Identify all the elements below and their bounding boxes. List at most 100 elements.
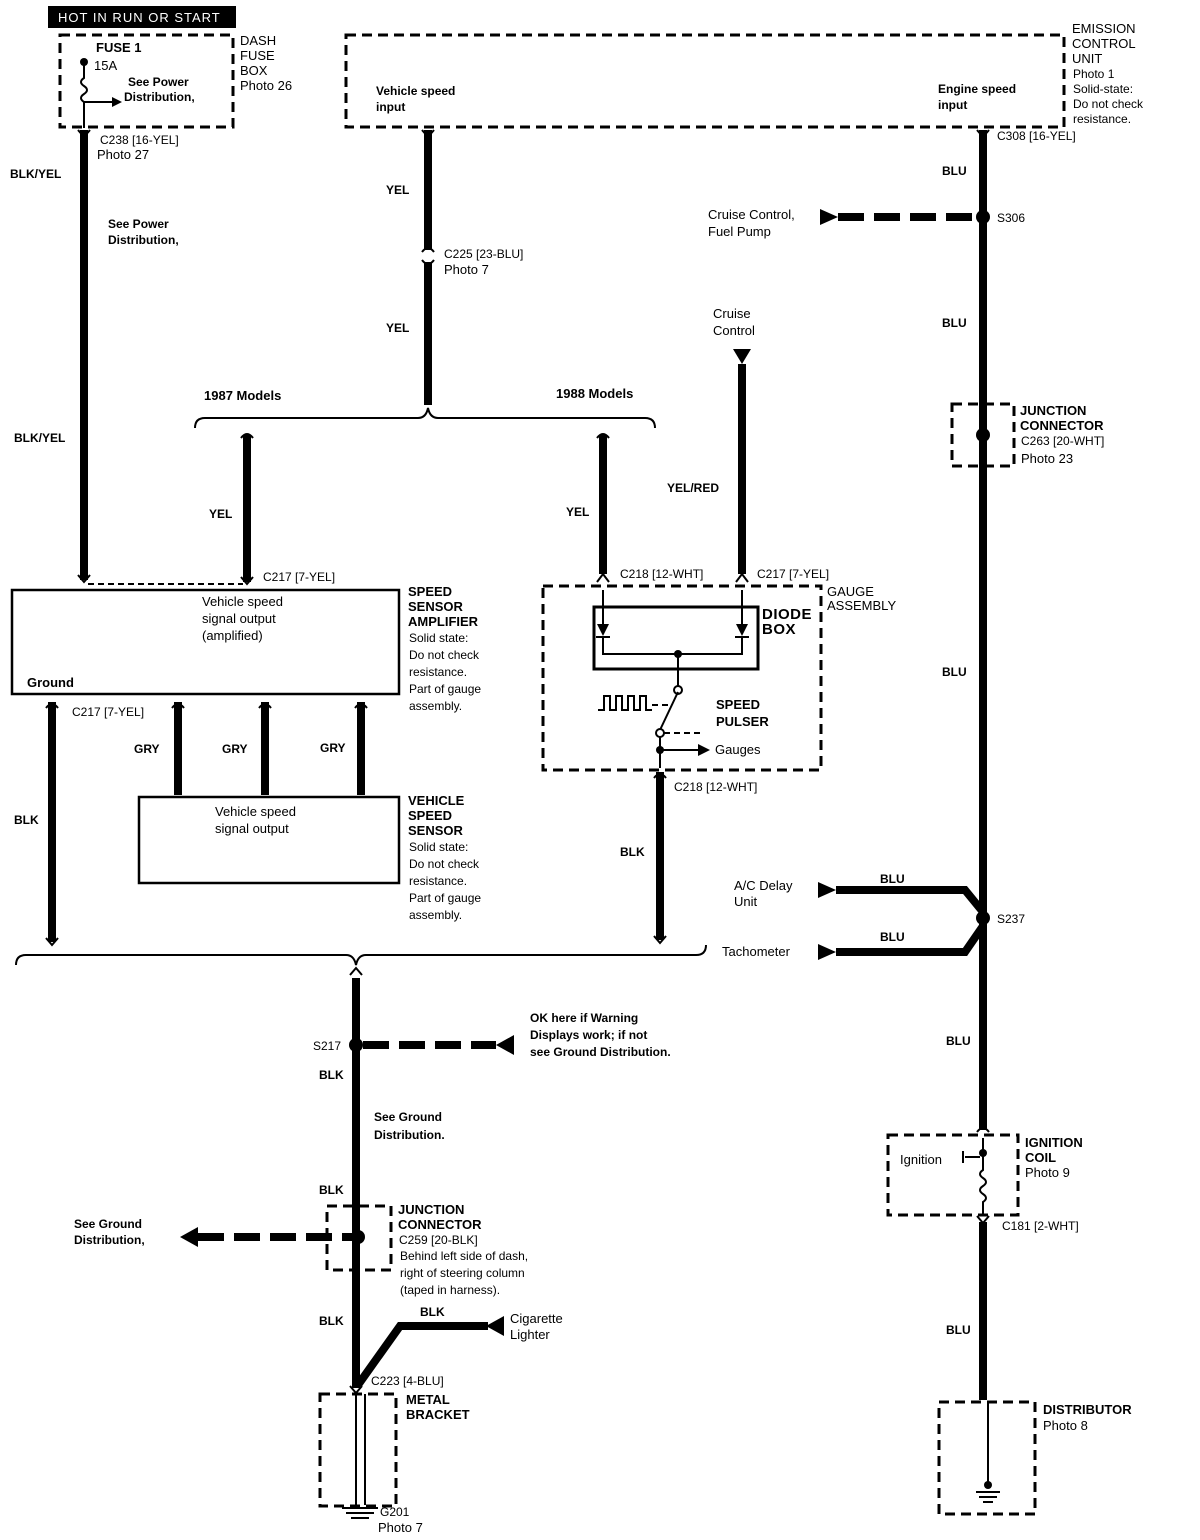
ecu-title-1: EMISSION <box>1072 21 1136 36</box>
splice-s217: S217 <box>313 1039 341 1053</box>
fuse-box-photo: Photo 26 <box>240 78 292 93</box>
c259-note-1: Behind left side of dash, <box>400 1249 528 1263</box>
fuse-see-power: See Power <box>128 75 189 89</box>
ac-delay-1: A/C Delay <box>734 878 793 893</box>
ecu-title-2: CONTROL <box>1072 36 1136 51</box>
bracket-section: BLK BLK Cigarette Lighter C223 [4-BLU] M… <box>318 1272 563 1535</box>
wire-label-blu-4: BLU <box>946 1034 971 1048</box>
gry-wires: GRY GRY GRY <box>134 702 368 795</box>
wire-label-blu-2: BLU <box>942 316 967 330</box>
ign-coil-title-1: IGNITION <box>1025 1135 1083 1150</box>
fuse-rating: 15A <box>94 58 117 73</box>
amp-c217-bottom: C217 [7-YEL] <box>72 705 144 719</box>
wire-label-blu-ac: BLU <box>880 872 905 886</box>
fuse-label: FUSE 1 <box>96 40 142 55</box>
cruise-pump-1: Cruise Control, <box>708 207 795 222</box>
wire-label-blk-c259: BLK <box>319 1183 344 1197</box>
c259-note-3: (taped in harness). <box>400 1283 500 1297</box>
amp-output-3: (amplified) <box>202 628 263 643</box>
amp-note-3: resistance. <box>409 665 467 679</box>
wire-label-blk-cig: BLK <box>420 1305 445 1319</box>
c259-connector: C259 [20-BLK] <box>399 1233 478 1247</box>
blk-yel-wire: BLK/YEL BLK/YEL See Power Distribution, <box>10 129 179 584</box>
dash-fuse-box: FUSE 1 15A See Power Distribution, DASH … <box>58 33 292 162</box>
see-ground-1: See Ground <box>374 1110 442 1124</box>
distributor: DISTRIBUTOR Photo 8 <box>937 1400 1132 1516</box>
c238-photo: Photo 27 <box>97 147 149 162</box>
c263-connector: C263 [20-WHT] <box>1021 434 1104 448</box>
wire-label-blu-3: BLU <box>942 665 967 679</box>
c223-label: C223 [4-BLU] <box>371 1374 444 1388</box>
ecu-note-3: Do not check <box>1073 97 1144 111</box>
wire-label-blk-lower: BLK <box>319 1314 344 1328</box>
diode-box-title-1: DIODE <box>762 606 812 623</box>
gauge-assembly: C218 [12-WHT] C217 [7-YEL] GAUGE ASSEMBL… <box>541 567 896 794</box>
c259-title-1: JUNCTION <box>398 1202 464 1217</box>
fuse-box-title-2: FUSE <box>240 48 275 63</box>
ignition-label: Ignition <box>900 1152 942 1167</box>
vss-note-2: Do not check <box>409 857 480 871</box>
emission-control-unit: EMISSION CONTROL UNIT Photo 1 Solid-stat… <box>344 21 1144 143</box>
fuse-see-power-dist: Distribution, <box>124 90 195 104</box>
ground-ok-3: see Ground Distribution. <box>530 1045 671 1059</box>
wire-label-blk-amp: BLK <box>14 813 39 827</box>
ecu-engine-input-2: input <box>938 98 967 112</box>
ground-ok-1: OK here if Warning <box>530 1011 638 1025</box>
gauge-title-2: ASSEMBLY <box>827 598 896 613</box>
amp-note-4: Part of gauge <box>409 682 481 696</box>
speed-sensor-amplifier: Vehicle speed signal output (amplified) … <box>10 584 481 719</box>
amp-c217-top: C217 [7-YEL] <box>263 570 335 584</box>
amp-output-2: signal output <box>202 611 276 626</box>
yel-vss-wire: YEL YEL C225 [23-BLU] Photo 7 <box>386 129 523 405</box>
see-ground-left-2: Distribution, <box>74 1233 145 1247</box>
c259-note-2: right of steering column <box>400 1266 525 1280</box>
junction-c259: See Ground Distribution, JUNCTION CONNEC… <box>74 1202 528 1297</box>
c259-title-2: CONNECTOR <box>398 1217 482 1232</box>
ecu-engine-input-1: Engine speed <box>938 82 1016 96</box>
yel-1988-wire: YEL <box>566 433 610 583</box>
ecu-note-1: Photo 1 <box>1073 67 1115 81</box>
amp-note-5: assembly. <box>409 699 462 713</box>
left-see-power-dist: Distribution, <box>108 233 179 247</box>
vss-note-4: Part of gauge <box>409 891 481 905</box>
vss-note-3: resistance. <box>409 874 467 888</box>
wire-label-yel-1988: YEL <box>566 505 589 519</box>
wire-label-blu-tach: BLU <box>880 930 905 944</box>
amp-output-1: Vehicle speed <box>202 594 283 609</box>
splice-s306: S306 <box>997 211 1025 225</box>
power-header: HOT IN RUN OR START <box>48 6 236 28</box>
wire-label-blu-1: BLU <box>942 164 967 178</box>
amp-title-2: SENSOR <box>408 599 464 614</box>
bracket-title-1: METAL <box>406 1392 450 1407</box>
ground-brace <box>15 944 707 966</box>
speed-pulser-1: SPEED <box>716 697 760 712</box>
vss-output-1: Vehicle speed <box>215 804 296 819</box>
wire-label-blk-s217: BLK <box>319 1068 344 1082</box>
ac-delay-2: Unit <box>734 894 758 909</box>
splice-s237: S237 <box>997 912 1025 926</box>
gauge-ground-wire: BLK <box>620 772 667 945</box>
c225-label: C225 [23-BLU] <box>444 247 523 261</box>
see-ground-2: Distribution. <box>374 1128 445 1142</box>
wire-label-blk-yel-2: BLK/YEL <box>14 431 65 445</box>
amp-ground-wire: BLK <box>14 702 59 947</box>
vss-note-1: Solid state: <box>409 840 468 854</box>
amp-note-2: Do not check <box>409 648 480 662</box>
cruise-pump-2: Fuel Pump <box>708 224 771 239</box>
gauges-label: Gauges <box>715 742 761 757</box>
wire-label-gry-3: GRY <box>320 741 346 755</box>
diode-box-title-2: BOX <box>762 621 796 638</box>
c263-photo: Photo 23 <box>1021 451 1073 466</box>
wire-label-gry-1: GRY <box>134 742 160 756</box>
bracket-title-2: BRACKET <box>406 1407 470 1422</box>
cigarette-2: Lighter <box>510 1327 550 1342</box>
wire-label-blk-yel-1: BLK/YEL <box>10 167 61 181</box>
ecu-note-4: resistance. <box>1073 112 1131 126</box>
gauge-c217-top: C217 [7-YEL] <box>757 567 829 581</box>
c263-title-1: JUNCTION <box>1020 403 1086 418</box>
vss-title-3: SENSOR <box>408 823 464 838</box>
blu-main-wire: S306 BLU BLU JUNCTION CONNECTOR C263 [20… <box>942 129 1104 1133</box>
ecu-vss-input-1: Vehicle speed <box>376 84 455 98</box>
g201-photo: Photo 7 <box>378 1520 423 1535</box>
